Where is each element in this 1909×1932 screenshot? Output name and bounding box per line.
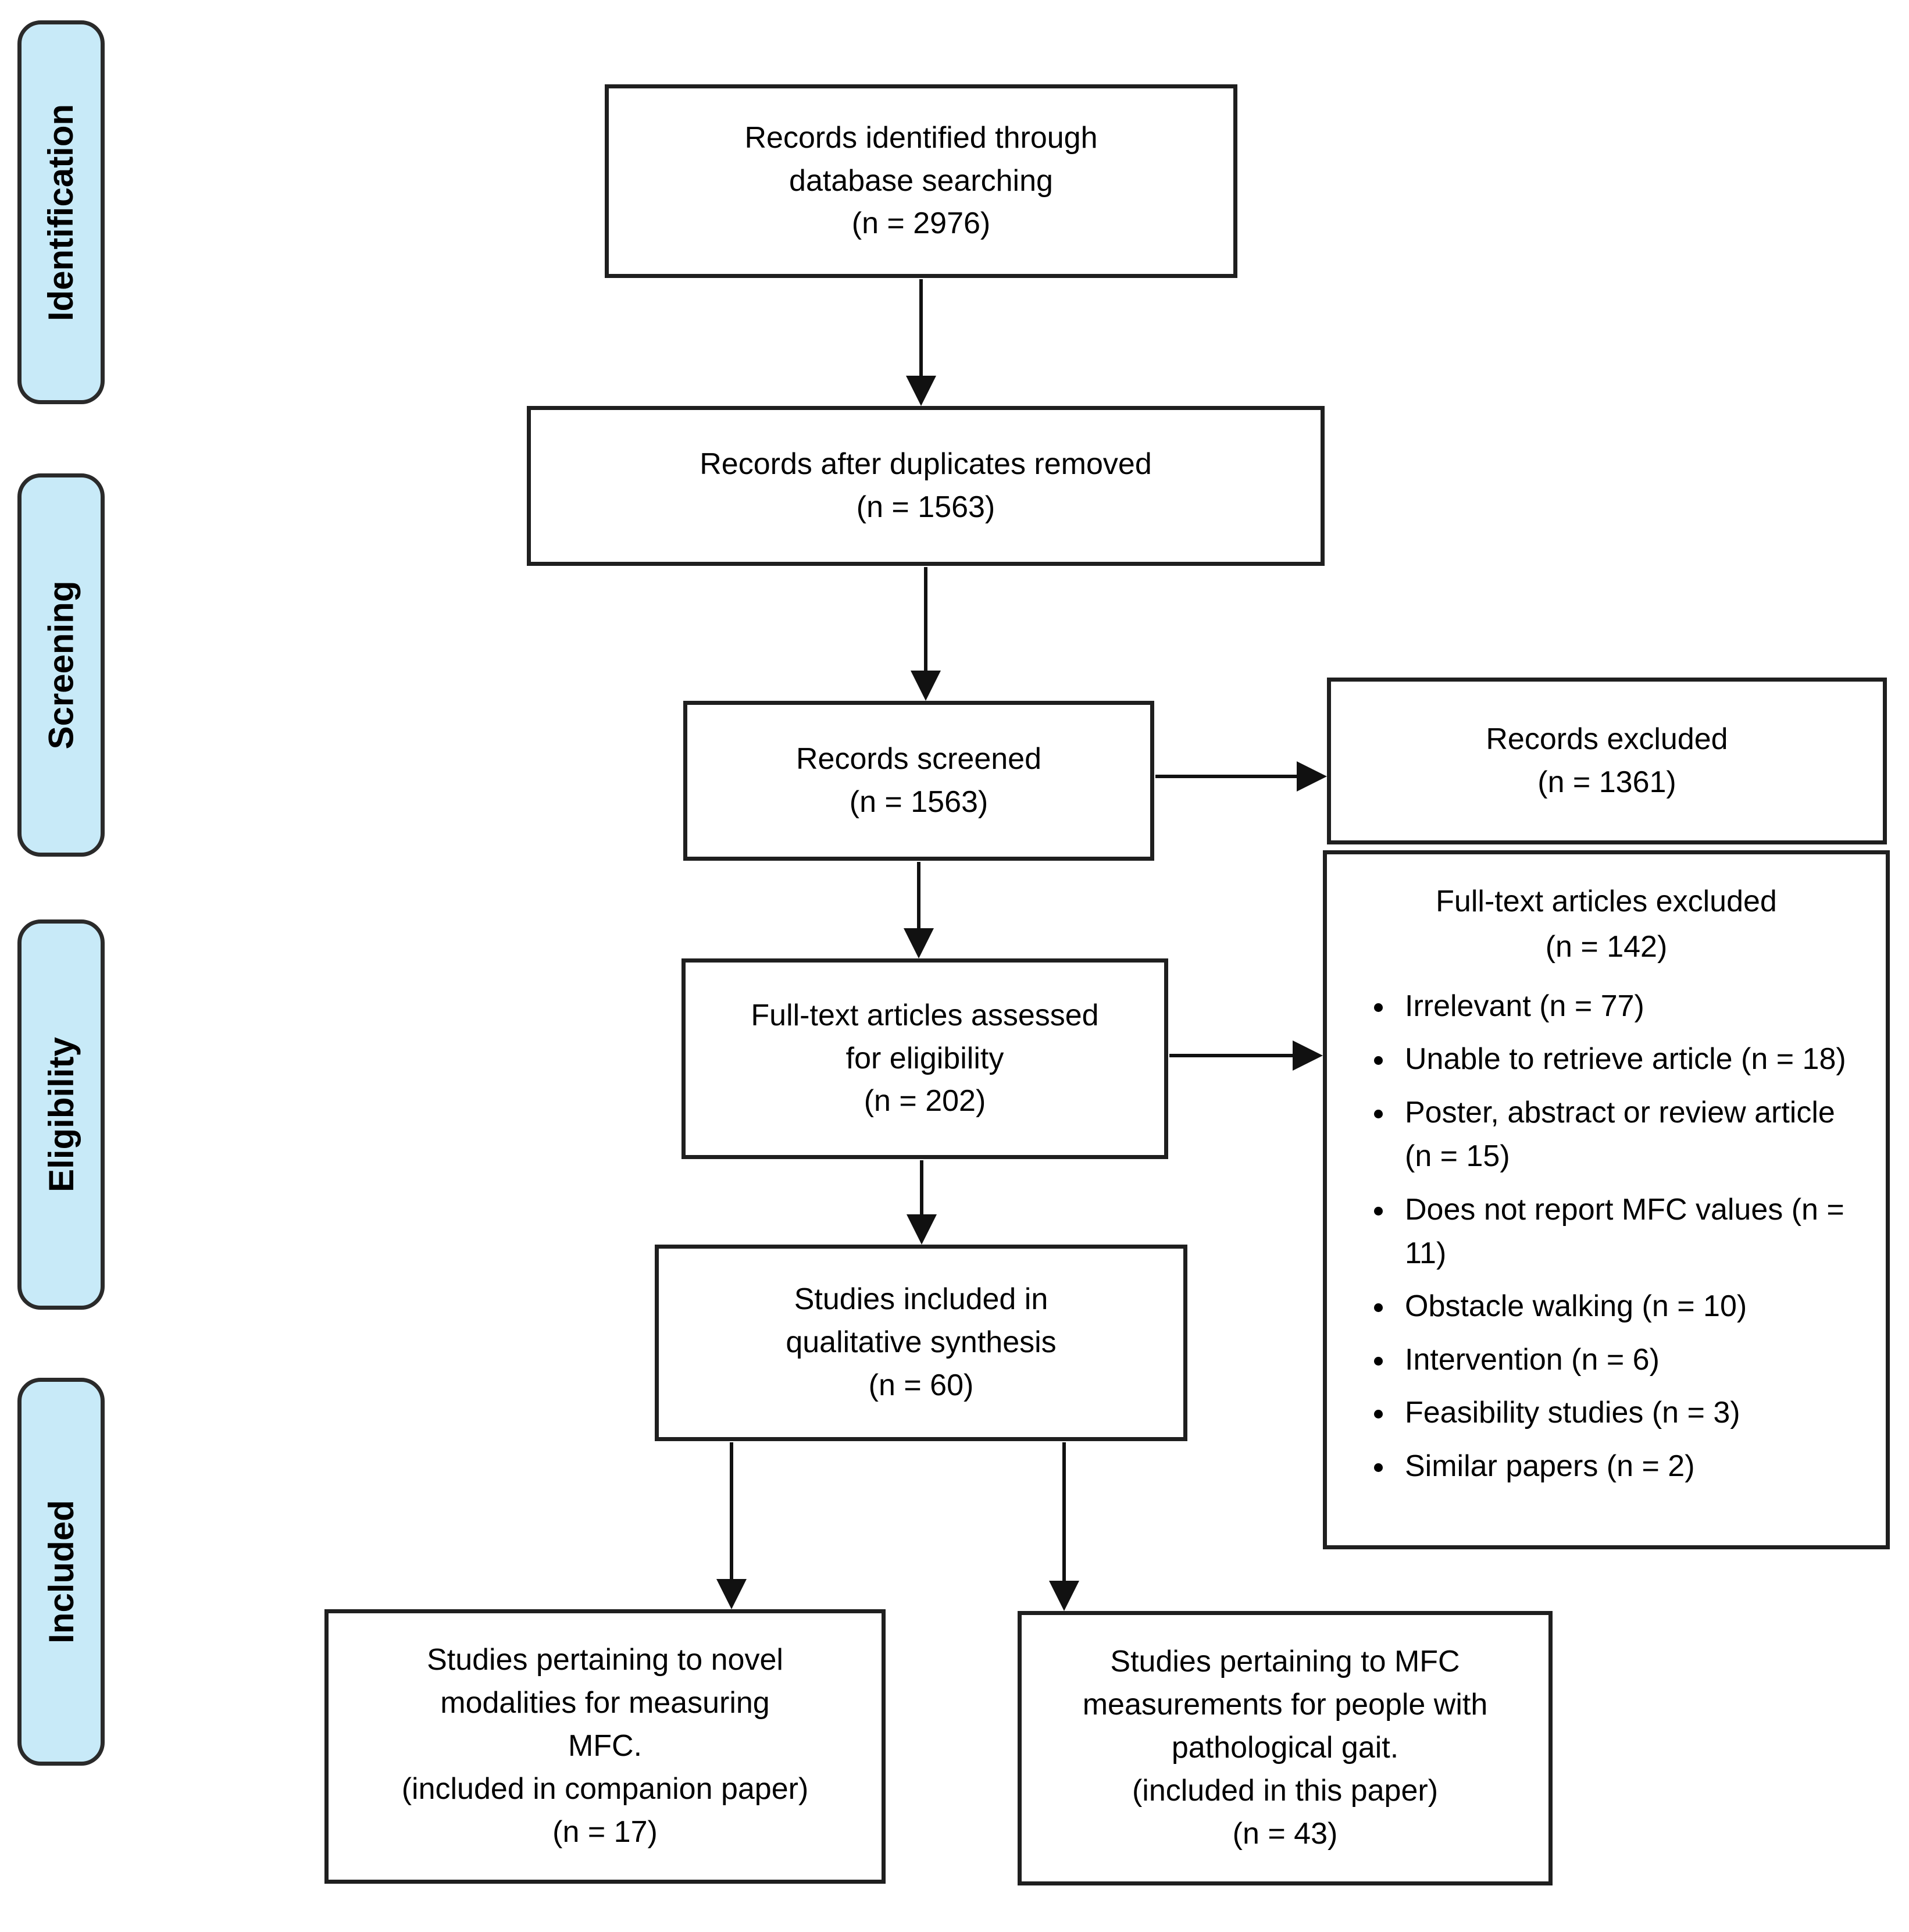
stage-label-screening: Screening bbox=[17, 473, 105, 857]
stage-label-eligibility-text: Eligibility bbox=[41, 1037, 81, 1192]
excluded-reason-unable-to-retrieve: Unable to retrieve article (n = 18) bbox=[1396, 1038, 1862, 1081]
box-novel-modalities-line4: (included in companion paper) bbox=[401, 1771, 809, 1806]
box-records-identified: Records identified through database sear… bbox=[605, 84, 1237, 278]
box-pathological-gait-count: (n = 43) bbox=[1232, 1816, 1338, 1851]
box-records-screened: Records screened (n = 1563) bbox=[683, 701, 1154, 861]
box-records-identified-line2: database searching bbox=[789, 163, 1053, 198]
box-records-after-duplicates: Records after duplicates removed (n = 15… bbox=[527, 406, 1325, 566]
box-novel-modalities-line1: Studies pertaining to novel bbox=[427, 1643, 783, 1677]
box-records-screened-line1: Records screened bbox=[796, 742, 1041, 776]
excluded-reason-intervention: Intervention (n = 6) bbox=[1396, 1338, 1862, 1382]
box-fulltext-assessed-line1: Full-text articles assessed bbox=[751, 998, 1099, 1032]
excluded-reason-similar-papers: Similar papers (n = 2) bbox=[1396, 1445, 1862, 1488]
box-fulltext-excluded: Full-text articles excluded (n = 142) Ir… bbox=[1323, 850, 1890, 1549]
excluded-reason-irrelevant: Irrelevant (n = 77) bbox=[1396, 985, 1862, 1028]
box-novel-modalities: Studies pertaining to novel modalities f… bbox=[324, 1609, 886, 1884]
stage-label-identification: Identification bbox=[17, 20, 105, 404]
box-novel-modalities-line3: MFC. bbox=[568, 1729, 643, 1763]
box-qualitative-synthesis-line1: Studies included in bbox=[794, 1282, 1048, 1317]
stage-label-identification-text: Identification bbox=[41, 104, 81, 321]
box-pathological-gait-line4: (included in this paper) bbox=[1132, 1773, 1439, 1808]
box-records-after-duplicates-count: (n = 1563) bbox=[856, 490, 995, 524]
stage-label-screening-text: Screening bbox=[41, 580, 81, 750]
box-pathological-gait-line1: Studies pertaining to MFC bbox=[1110, 1645, 1460, 1679]
box-records-excluded-line1: Records excluded bbox=[1486, 722, 1728, 756]
box-qualitative-synthesis-count: (n = 60) bbox=[868, 1368, 974, 1402]
box-records-screened-count: (n = 1563) bbox=[849, 785, 989, 819]
box-qualitative-synthesis: Studies included in qualitative synthesi… bbox=[655, 1245, 1187, 1441]
stage-label-eligibility: Eligibility bbox=[17, 919, 105, 1310]
box-records-identified-line1: Records identified through bbox=[744, 120, 1098, 155]
box-pathological-gait-line2: measurements for people with bbox=[1082, 1688, 1488, 1722]
box-pathological-gait: Studies pertaining to MFC measurements f… bbox=[1018, 1611, 1553, 1885]
box-fulltext-assessed-line2: for eligibility bbox=[845, 1041, 1004, 1075]
box-records-identified-count: (n = 2976) bbox=[851, 206, 991, 241]
box-records-after-duplicates-line1: Records after duplicates removed bbox=[700, 447, 1152, 481]
box-qualitative-synthesis-line2: qualitative synthesis bbox=[786, 1325, 1057, 1360]
fulltext-excluded-reason-list: Irrelevant (n = 77) Unable to retrieve a… bbox=[1350, 985, 1862, 1498]
excluded-reason-no-mfc-values: Does not report MFC values (n = 11) bbox=[1396, 1188, 1862, 1276]
box-fulltext-assessed: Full-text articles assessed for eligibil… bbox=[681, 958, 1168, 1159]
box-fulltext-excluded-count: (n = 142) bbox=[1545, 930, 1668, 964]
box-records-excluded: Records excluded (n = 1361) bbox=[1327, 678, 1887, 844]
stage-label-included: Included bbox=[17, 1378, 105, 1766]
excluded-reason-obstacle-walking: Obstacle walking (n = 10) bbox=[1396, 1285, 1862, 1328]
box-novel-modalities-count: (n = 17) bbox=[552, 1815, 658, 1849]
excluded-reason-poster-abstract-review: Poster, abstract or review article (n = … bbox=[1396, 1091, 1862, 1179]
box-fulltext-excluded-title: Full-text articles excluded bbox=[1436, 885, 1777, 918]
excluded-reason-feasibility: Feasibility studies (n = 3) bbox=[1396, 1391, 1862, 1435]
box-pathological-gait-line3: pathological gait. bbox=[1171, 1731, 1399, 1765]
box-records-excluded-count: (n = 1361) bbox=[1537, 765, 1676, 799]
box-fulltext-assessed-count: (n = 202) bbox=[863, 1084, 986, 1118]
stage-label-included-text: Included bbox=[41, 1500, 81, 1644]
box-novel-modalities-line2: modalities for measuring bbox=[440, 1686, 770, 1720]
